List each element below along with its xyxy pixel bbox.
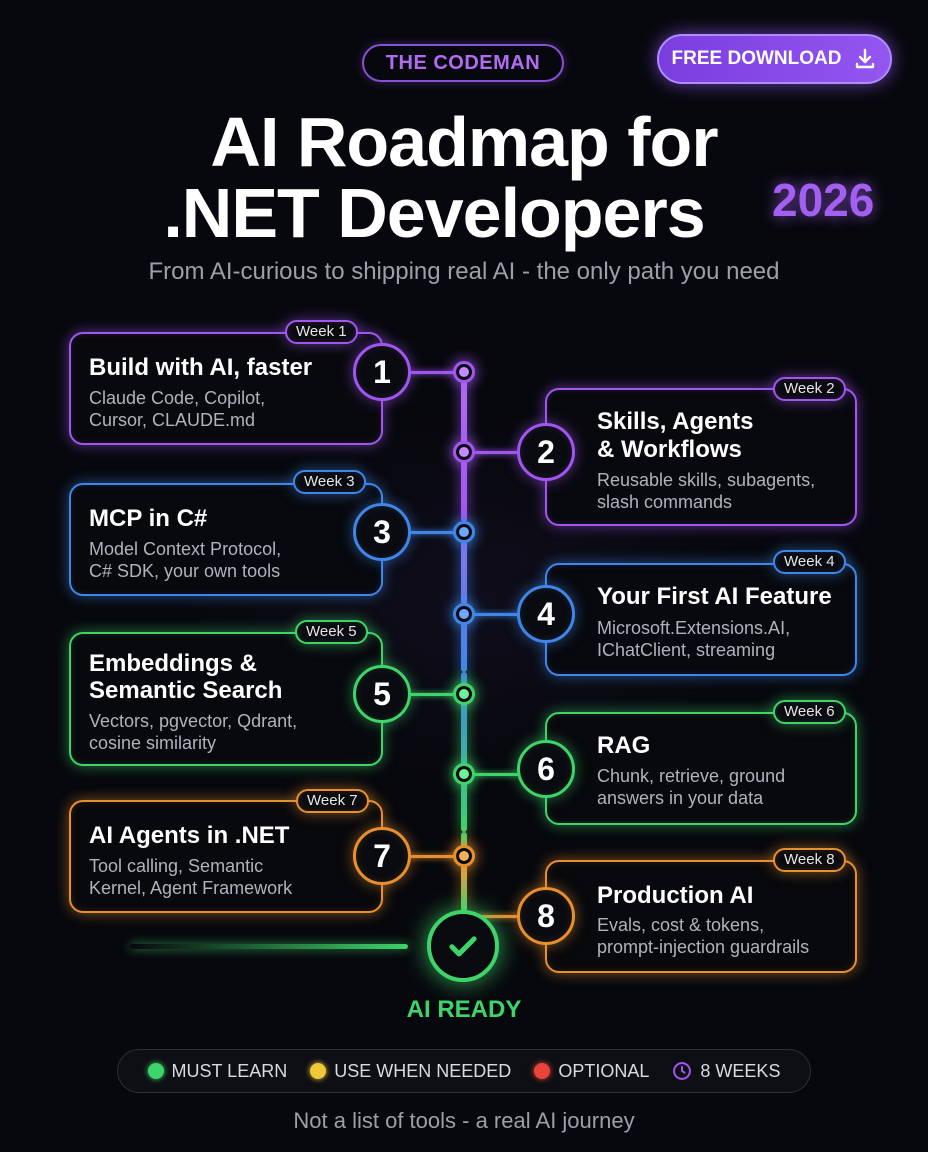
legend-label: 8 WEEKS	[700, 1060, 781, 1081]
footer-tagline: Not a list of tools - a real AI journey	[293, 1108, 635, 1133]
step-desc-line1: Vectors, pgvector, Qdrant,	[89, 711, 298, 731]
download-label: FREE DOWNLOAD	[671, 48, 842, 69]
week-badge-3: Week 3	[293, 470, 366, 494]
step-title: MCP in C#	[89, 505, 208, 532]
connector-1	[409, 371, 455, 374]
step-desc-line1: Model Context Protocol,	[89, 539, 282, 559]
step-card-4: Your First AI Feature Microsoft.Extensio…	[545, 563, 857, 676]
step-desc-line2: C# SDK, your own tools	[89, 561, 281, 581]
week-badge-7: Week 7	[296, 789, 369, 813]
ready-glow-line	[130, 944, 408, 949]
step-title: RAG	[597, 732, 651, 759]
connector-5	[409, 693, 455, 696]
step-number-1: 1	[353, 343, 411, 401]
timeline-node-7	[453, 845, 475, 867]
step-desc-line1: Chunk, retrieve, ground	[597, 766, 786, 786]
week-badge-2: Week 2	[773, 377, 846, 401]
week-badge-5: Week 5	[295, 620, 368, 644]
page-title-line1: AI Roadmap for	[210, 103, 718, 181]
step-card-6: RAG Chunk, retrieve, ground answers in y…	[545, 712, 857, 825]
step-title: Production AI	[597, 882, 754, 909]
step-desc-line2: Cursor, CLAUDE.md	[89, 410, 256, 430]
step-desc-line1: Reusable skills, subagents,	[597, 470, 816, 490]
step-number-3: 3	[353, 503, 411, 561]
timeline-node-5	[453, 683, 475, 705]
legend-use-when-needed: USE WHEN NEEDED	[310, 1061, 511, 1082]
step-desc-line2: Kernel, Agent Framework	[89, 878, 293, 898]
legend-must-learn: MUST LEARN	[147, 1060, 288, 1082]
timeline-spine-orange	[461, 832, 467, 912]
step-number-4: 4	[517, 585, 575, 643]
step-number-2: 2	[517, 423, 575, 481]
legend-label: OPTIONAL	[558, 1060, 650, 1081]
legend: MUST LEARN USE WHEN NEEDED OPTIONAL 8 WE…	[117, 1049, 811, 1093]
legend-optional: OPTIONAL	[534, 1061, 649, 1082]
step-desc-line1: Tool calling, Semantic	[89, 856, 264, 876]
timeline-node-6	[453, 763, 475, 785]
step-title-line2: & Workflows	[597, 436, 742, 463]
free-download-button[interactable]: FREE DOWNLOAD	[657, 34, 892, 84]
subtitle: From AI-curious to shipping real AI - th…	[148, 258, 780, 285]
connector-4	[473, 613, 519, 616]
timeline-node-1	[453, 361, 475, 383]
connector-8	[473, 915, 519, 918]
week-badge-8: Week 8	[773, 848, 846, 872]
yellow-dot-icon	[310, 1063, 327, 1079]
week-badge-1: Week 1	[285, 320, 358, 344]
step-card-8: Production AI Evals, cost & tokens, prom…	[545, 860, 857, 973]
step-number-7: 7	[353, 827, 411, 885]
step-card-3: MCP in C# Model Context Protocol, C# SDK…	[69, 483, 383, 596]
step-desc-line2: IChatClient, streaming	[597, 640, 776, 660]
legend-8-weeks: 8 WEEKS	[672, 1061, 780, 1082]
step-number-8: 8	[517, 887, 575, 945]
timeline-spine-green	[461, 672, 467, 832]
step-title-line2: Semantic Search	[89, 677, 283, 704]
connector-6	[473, 773, 519, 776]
brand-badge: THE CODEMAN	[362, 44, 564, 82]
step-title: AI Agents in .NET	[89, 822, 290, 849]
step-number-6: 6	[517, 740, 575, 798]
step-title-line1: Skills, Agents	[597, 408, 754, 435]
connector-7	[409, 855, 455, 858]
step-desc-line1: Evals, cost & tokens,	[597, 915, 765, 935]
timeline-node-2	[453, 441, 475, 463]
download-icon	[856, 48, 875, 69]
step-desc-line1: Claude Code, Copilot,	[89, 388, 266, 408]
clock-icon	[673, 1062, 692, 1080]
ai-ready-badge	[427, 910, 499, 982]
step-card-1: Build with AI, faster Claude Code, Copil…	[69, 332, 383, 445]
green-dot-icon	[147, 1063, 164, 1079]
timeline-node-3	[453, 521, 475, 543]
connector-3	[409, 531, 455, 534]
step-desc-line2: slash commands	[597, 492, 733, 512]
step-desc-line2: answers in your data	[597, 788, 764, 808]
step-title: Your First AI Feature	[597, 583, 832, 610]
year-label: 2026	[772, 174, 875, 226]
legend-label: MUST LEARN	[171, 1060, 288, 1081]
step-desc-line1: Microsoft.Extensions.AI,	[597, 618, 791, 638]
ai-ready-label: AI READY	[406, 996, 522, 1023]
step-card-5: Embeddings & Semantic Search Vectors, pg…	[69, 632, 383, 766]
step-card-2: Skills, Agents & Workflows Reusable skil…	[545, 388, 857, 526]
timeline-node-4	[453, 603, 475, 625]
legend-label: USE WHEN NEEDED	[334, 1060, 512, 1081]
step-desc-line2: cosine similarity	[89, 733, 217, 753]
connector-2	[473, 451, 519, 454]
step-number-5: 5	[353, 665, 411, 723]
week-badge-4: Week 4	[773, 550, 846, 574]
step-desc-line2: prompt-injection guardrails	[597, 937, 810, 957]
step-card-7: AI Agents in .NET Tool calling, Semantic…	[69, 800, 383, 913]
week-badge-6: Week 6	[773, 700, 846, 724]
checkmark-icon	[449, 936, 477, 957]
red-dot-icon	[534, 1063, 551, 1079]
step-title: Build with AI, faster	[89, 354, 313, 381]
step-title-line1: Embeddings &	[89, 650, 258, 677]
timeline-spine-blue	[461, 522, 467, 672]
page-title-line2: .NET Developers	[163, 174, 705, 252]
